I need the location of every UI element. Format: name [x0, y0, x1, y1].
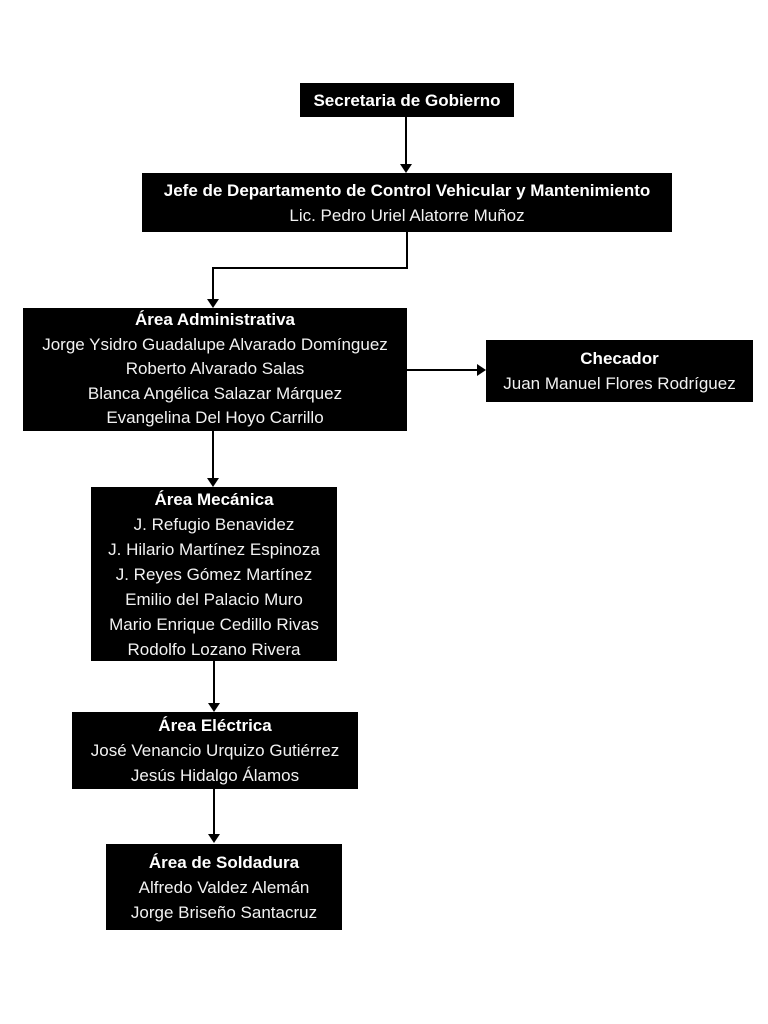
member-name: Roberto Alvarado Salas [125, 359, 305, 379]
connector-jefe-admin-segment-1 [406, 232, 408, 269]
member-name: Blanca Angélica Salazar Márquez [87, 383, 343, 403]
node-area-administrativa: Área Administrativa Jorge Ysidro Guadalu… [23, 308, 407, 431]
member-name: Emilio del Palacio Muro [125, 589, 303, 609]
member-name: José Venancio Urquizo Gutiérrez [90, 741, 340, 760]
connector-jefe-admin-segment-3 [212, 267, 214, 300]
node-person: Lic. Pedro Uriel Alatorre Muñoz [289, 205, 525, 225]
arrowhead-down-icon [208, 703, 220, 712]
connector-admin-mecanica [212, 431, 214, 479]
arrowhead-down-icon [207, 299, 219, 308]
node-secretaria: Secretaria de Gobierno [300, 83, 514, 117]
node-title: Secretaria de Gobierno [313, 90, 501, 110]
connector-electrica-soldadura [213, 789, 215, 835]
node-title: Área Eléctrica [158, 716, 272, 735]
node-title: Jefe de Departamento de Control Vehicula… [163, 180, 651, 200]
node-title: Área Mecánica [154, 489, 274, 509]
node-jefe: Jefe de Departamento de Control Vehicula… [142, 173, 672, 232]
arrowhead-down-icon [207, 478, 219, 487]
member-name: Jorge Briseño Santacruz [130, 902, 318, 922]
connector-mecanica-electrica [213, 661, 215, 704]
member-name: Mario Enrique Cedillo Rivas [109, 614, 319, 634]
member-name: Jesús Hidalgo Álamos [130, 766, 300, 785]
member-name: J. Hilario Martínez Espinoza [108, 539, 320, 559]
node-checador: Checador Juan Manuel Flores Rodríguez [486, 340, 753, 402]
node-title: Área Administrativa [135, 310, 295, 330]
node-title: Área de Soldadura [148, 852, 300, 872]
member-name: J. Refugio Benavidez [133, 514, 295, 534]
connector-admin-checador [407, 369, 478, 371]
member-name: Rodolfo Lozano Rivera [127, 639, 301, 659]
node-area-mecanica: Área Mecánica J. Refugio Benavidez J. Hi… [91, 487, 337, 661]
node-person: Juan Manuel Flores Rodríguez [503, 374, 736, 393]
node-title: Checador [580, 349, 659, 368]
connector-jefe-admin-segment-2 [212, 267, 408, 269]
member-name: Evangelina Del Hoyo Carrillo [106, 408, 324, 428]
connector-secretaria-jefe [405, 116, 407, 165]
member-name: Alfredo Valdez Alemán [138, 877, 310, 897]
member-name: Jorge Ysidro Guadalupe Alvarado Domíngue… [42, 334, 388, 354]
member-name: J. Reyes Gómez Martínez [115, 564, 313, 584]
arrowhead-down-icon [208, 834, 220, 843]
node-area-electrica: Área Eléctrica José Venancio Urquizo Gut… [72, 712, 358, 789]
arrowhead-down-icon [400, 164, 412, 173]
node-area-soldadura: Área de Soldadura Alfredo Valdez Alemán … [106, 844, 342, 930]
arrowhead-right-icon [477, 364, 486, 376]
